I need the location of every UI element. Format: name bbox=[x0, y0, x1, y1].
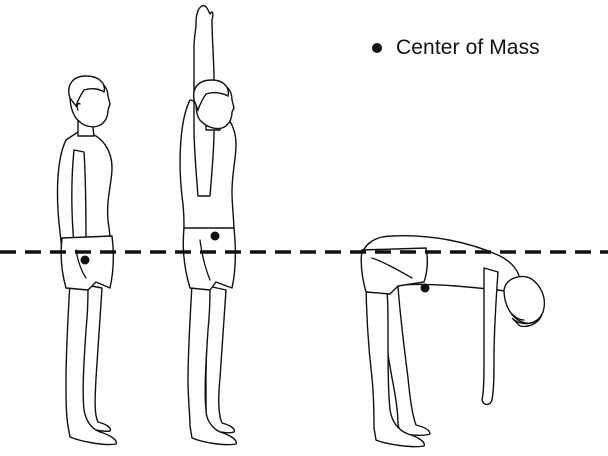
legend-label: Center of Mass bbox=[396, 36, 540, 59]
center-of-mass-marker-1 bbox=[80, 255, 90, 265]
figure-standing-relaxed bbox=[56, 75, 117, 446]
center-of-mass-marker-3 bbox=[420, 283, 430, 293]
figure-bent-over bbox=[360, 234, 546, 448]
center-of-mass-marker-2 bbox=[210, 231, 220, 241]
legend-marker-icon bbox=[372, 43, 382, 53]
legend: Center of Mass bbox=[372, 33, 540, 63]
figure-standing-arm-raised bbox=[179, 4, 237, 446]
